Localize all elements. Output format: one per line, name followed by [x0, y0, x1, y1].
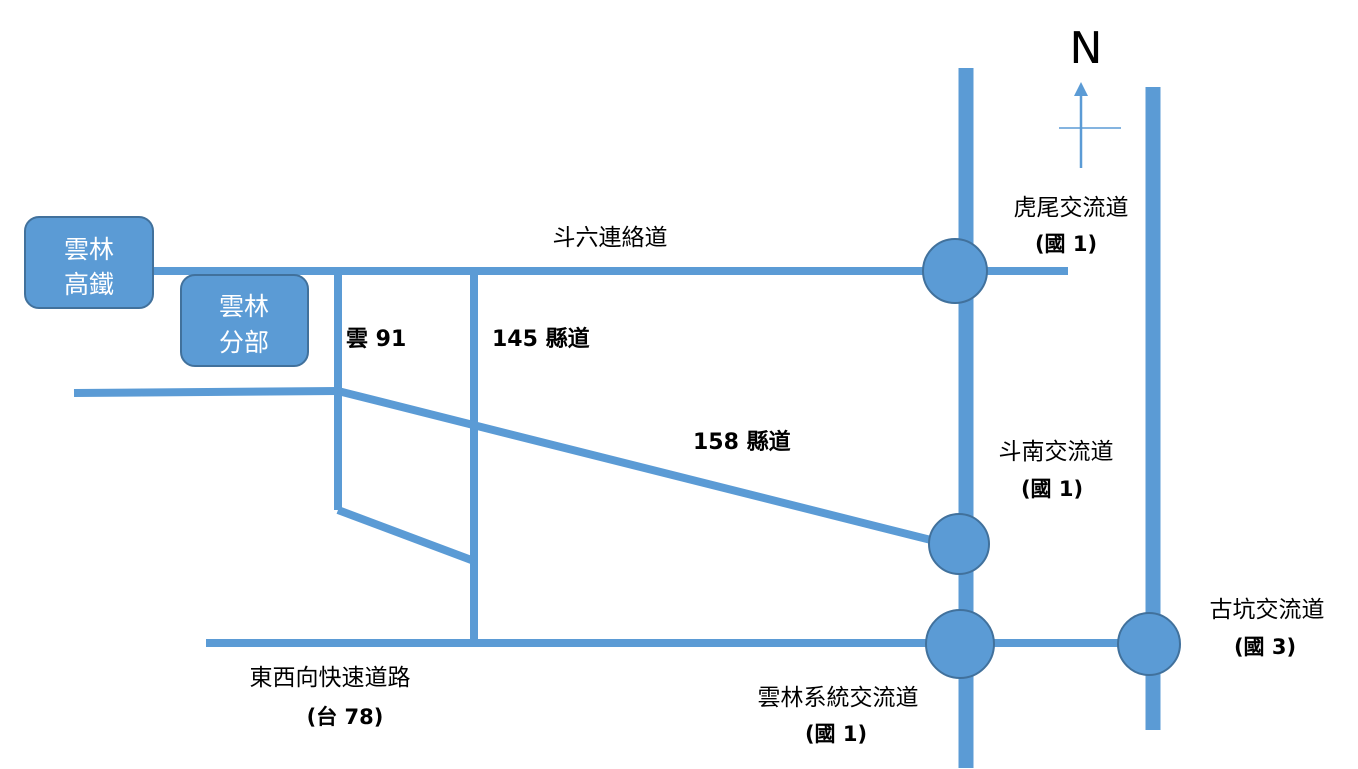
- gukeng-interchange-marker: [1117, 612, 1181, 676]
- expressway-label-line2: (台 78): [307, 705, 384, 729]
- compass-north-label: N: [1070, 23, 1103, 74]
- branch-campus-label-line2: 分部: [219, 328, 269, 357]
- hsr-station: 雲林 高鐵: [24, 216, 154, 309]
- branch-campus: 雲林 分部: [180, 274, 309, 367]
- branch-campus-label-line1: 雲林: [219, 292, 269, 321]
- yun91-label: 雲 91: [346, 327, 406, 352]
- hsr-station-label-line2: 高鐵: [64, 270, 114, 299]
- branch-campus-box: [180, 274, 309, 367]
- compass: N: [1059, 23, 1121, 168]
- dounan-interchange-road: (國 1): [1021, 477, 1083, 501]
- west-road: [73, 387, 339, 397]
- county158-road: [337, 387, 936, 545]
- douliu-link-label: 斗六連絡道: [553, 225, 668, 251]
- yunlin-system-interchange-marker: [925, 609, 995, 679]
- dounan-interchange-name: 斗南交流道: [999, 439, 1114, 465]
- hsr-station-label-line1: 雲林: [64, 235, 114, 264]
- compass-arrowhead: [1074, 82, 1088, 96]
- connector-road: [336, 506, 476, 565]
- huwei-interchange-road: (國 1): [1035, 232, 1097, 256]
- county158-label: 158 縣道: [693, 429, 791, 455]
- county145-label: 145 縣道: [492, 326, 590, 352]
- gukeng-interchange-road: (國 3): [1234, 635, 1296, 659]
- hsr-station-box: [24, 216, 154, 309]
- huwei-interchange-name: 虎尾交流道: [1014, 195, 1129, 221]
- dounan-interchange-marker: [928, 513, 990, 575]
- huwei-interchange-marker: [922, 238, 988, 304]
- expressway-label-line1: 東西向快速道路: [250, 665, 411, 691]
- yunlin-system-interchange-name: 雲林系統交流道: [758, 685, 919, 711]
- gukeng-interchange-name: 古坑交流道: [1210, 597, 1325, 623]
- yunlin-system-interchange-road: (國 1): [805, 722, 867, 746]
